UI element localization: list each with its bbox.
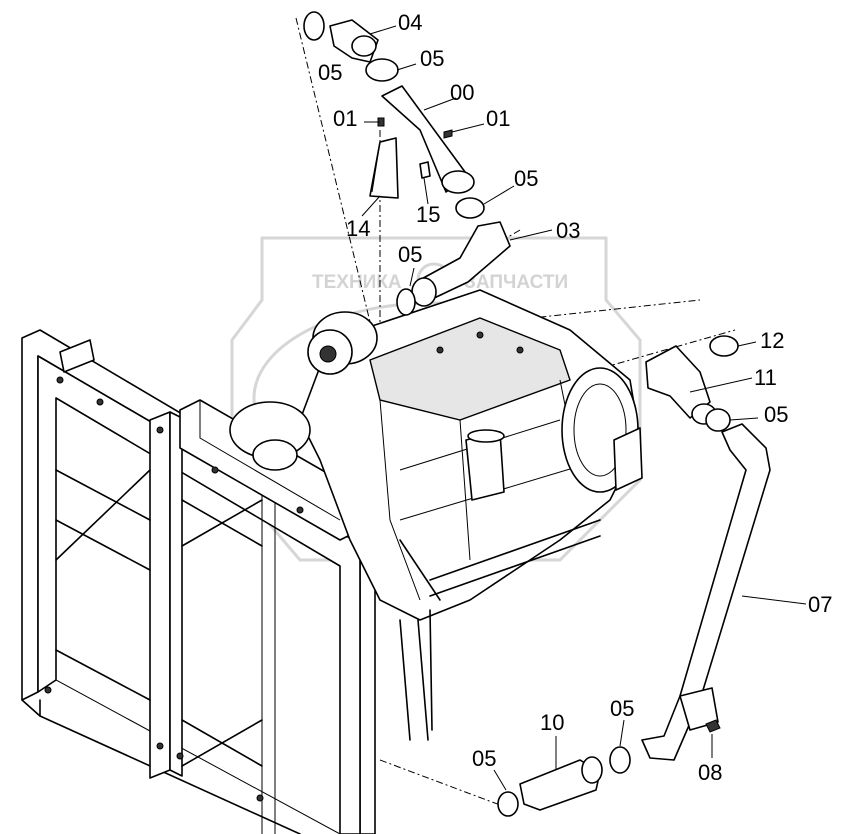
clamp-12 [709, 335, 739, 357]
engine-assembly [229, 289, 643, 741]
part-15 [419, 161, 431, 179]
radiator-bolts [44, 376, 304, 802]
watermark-left-text: ТЕХНИКА [312, 272, 402, 293]
leader-lines [361, 25, 807, 791]
clamp-05-bottom-right [609, 746, 631, 774]
pipe-07 [641, 423, 771, 761]
callout-05: 05 [398, 242, 422, 267]
callout-05: 05 [514, 166, 538, 191]
radiator-assembly [21, 329, 376, 834]
callout-03: 03 [556, 218, 580, 243]
callout-12: 12 [760, 328, 784, 353]
callout-05: 05 [610, 696, 634, 721]
callout-10: 10 [540, 710, 564, 735]
callout-05: 05 [472, 746, 496, 771]
callout-05: 05 [318, 60, 342, 85]
watermark-right-text: ЗАПЧАСТИ [464, 272, 568, 293]
callout-04: 04 [398, 10, 422, 35]
clamp-05-mid [455, 197, 485, 219]
callout-11: 11 [754, 365, 777, 390]
turbocharger [307, 311, 378, 375]
bolt-08 [705, 719, 721, 733]
bracket-14 [369, 137, 399, 199]
callout-05: 05 [764, 402, 788, 427]
callout-00: 00 [450, 80, 474, 105]
bolt-01-right [443, 129, 453, 139]
clamp-05-right [705, 408, 731, 432]
hose-03 [415, 221, 511, 301]
callout-15: 15 [416, 202, 440, 227]
hose-10 [519, 759, 601, 811]
callout-01: 01 [333, 106, 357, 131]
bolt-01-left [377, 117, 385, 127]
callout-05: 05 [420, 46, 444, 71]
clamp-05-top [303, 11, 325, 41]
clamp-05-bottom-left [497, 791, 519, 817]
callout-01: 01 [486, 106, 510, 131]
clamp-05-upper [365, 58, 399, 82]
callout-14: 14 [346, 216, 370, 241]
intake-parts [303, 11, 771, 817]
clamp-05-lower [396, 288, 416, 316]
callout-labels: 04 05 05 00 01 01 05 14 15 03 05 12 11 0… [318, 10, 832, 785]
callout-08: 08 [698, 760, 722, 785]
callout-07: 07 [808, 592, 832, 617]
